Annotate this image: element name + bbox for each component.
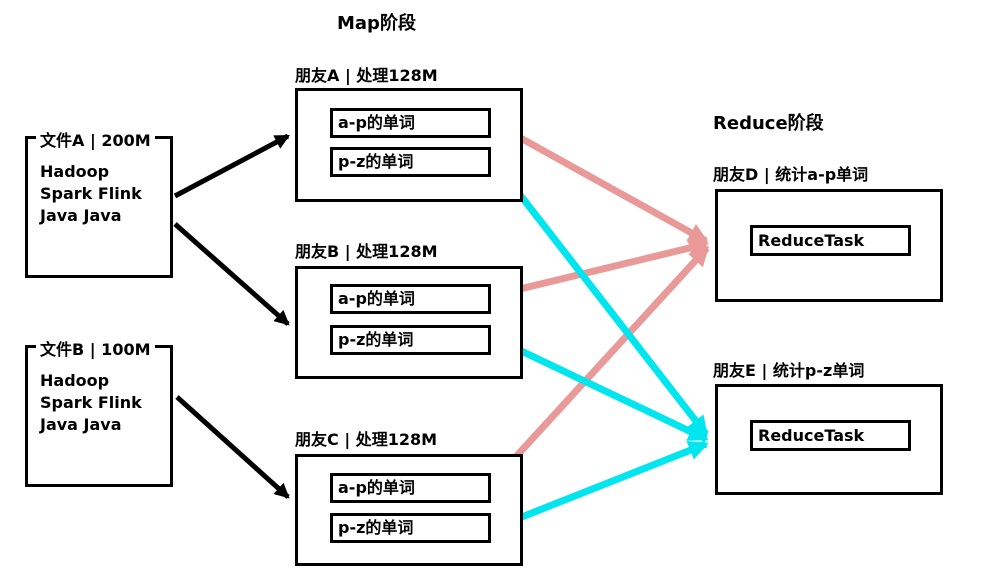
file-a-box: 文件A | 200M Hadoop Spark Flink Java Java (25, 127, 173, 278)
file-b-line-1: Hadoop (40, 371, 110, 390)
mapper-c-label: 朋友C | 处理128M (295, 430, 438, 449)
split-arrow-fileA-to-mapperA (173, 133, 290, 199)
mapper-a-partition-pz: p-z的单词 (330, 147, 491, 177)
reduce-phase-title: Reduce阶段 (713, 113, 824, 134)
shuffle-arrow-mapperC-pz-to-reducerE (492, 440, 709, 532)
shuffle-arrow-mapperB-pz-to-reducerE (492, 334, 709, 443)
file-a-label: 文件A | 200M (36, 127, 155, 151)
reducer-e-label: 朋友E | 统计p-z单词 (713, 361, 865, 380)
mapper-a-partition-ap: a-p的单词 (330, 108, 491, 138)
map-phase-title: Map阶段 (337, 13, 416, 34)
reducer-d-task-box: ReduceTask (750, 225, 911, 256)
split-arrow-fileA-to-mapperB (173, 222, 290, 326)
mapper-c-partition-pz: p-z的单词 (330, 513, 491, 543)
mapper-c-partition-ap: a-p的单词 (330, 473, 491, 503)
file-b-label: 文件B | 100M (36, 336, 155, 360)
file-a-content: Hadoop Spark Flink Java Java (40, 161, 142, 227)
mapper-b-partition-pz: p-z的单词 (330, 325, 491, 355)
file-b-content: Hadoop Spark Flink Java Java (40, 370, 142, 436)
mapper-b-partition-ap: a-p的单词 (330, 284, 491, 314)
file-a-line-2: Spark Flink (40, 184, 142, 203)
shuffle-arrow-mapperA-ap-to-reducerD (488, 117, 709, 245)
file-b-line-2: Spark Flink (40, 393, 142, 412)
mapper-b-label: 朋友B | 处理128M (295, 242, 438, 261)
mapper-a-box: a-p的单词 p-z的单词 (295, 88, 523, 202)
shuffle-arrow-mapperB-ap-to-reducerD (490, 238, 709, 300)
split-arrow-fileB-to-mapperC (175, 395, 290, 499)
mapper-a-label: 朋友A | 处理128M (295, 66, 438, 85)
file-b-line-3: Java Java (40, 415, 122, 434)
shuffle-arrow-mapperC-ap-to-reducerD (487, 245, 710, 488)
reducer-d-label: 朋友D | 统计a-p单词 (713, 165, 869, 184)
mapper-c-box: a-p的单词 p-z的单词 (295, 454, 523, 566)
mapper-b-box: a-p的单词 p-z的单词 (295, 266, 523, 379)
file-b-box: 文件B | 100M Hadoop Spark Flink Java Java (25, 336, 173, 487)
reducer-e-task-box: ReduceTask (750, 420, 911, 451)
file-a-line-3: Java Java (40, 206, 122, 225)
file-a-line-1: Hadoop (40, 162, 110, 181)
reducer-d-box: ReduceTask (715, 189, 943, 302)
reducer-e-box: ReduceTask (715, 384, 943, 495)
shuffle-arrow-mapperA-pz-to-reducerE (490, 157, 709, 437)
